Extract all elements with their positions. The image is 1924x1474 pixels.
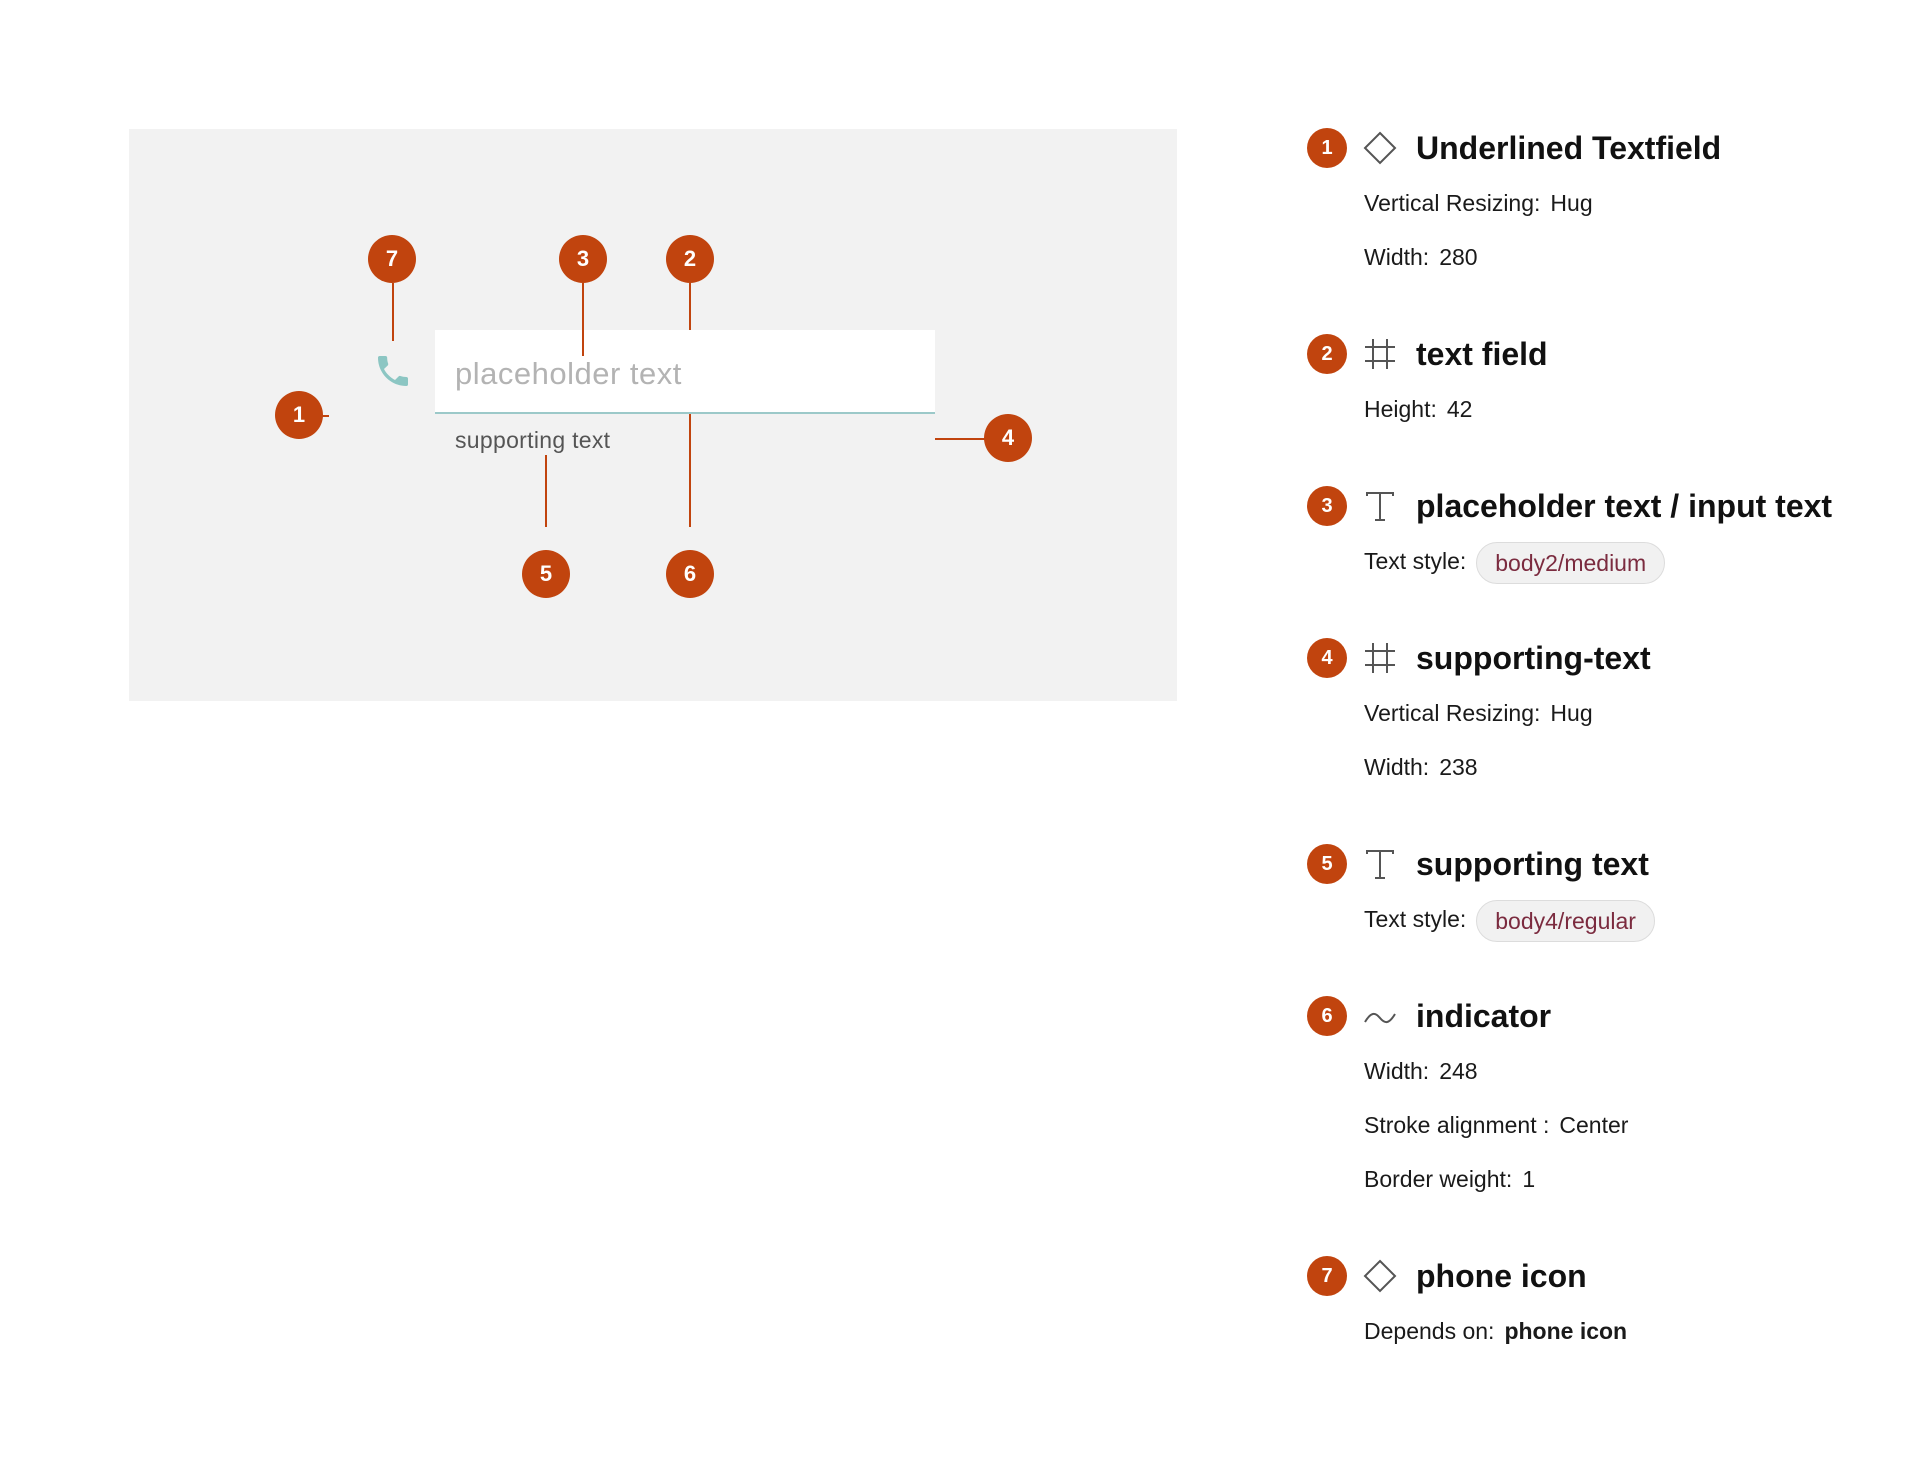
spec-property: Width: 248 [1364,1044,1900,1098]
spec-property: Vertical Resizing: Hug [1364,176,1900,230]
component-preview-canvas: placeholder text supporting text 1 2 3 4… [129,129,1177,701]
property-key: Text style: [1364,906,1467,932]
property-key: Vertical Resizing: [1364,700,1541,726]
spec-title: placeholder text / input text [1416,488,1833,524]
property-value: 248 [1439,1058,1478,1084]
property-value: Hug [1550,700,1593,726]
text-style-chip: body4/regular [1476,899,1655,942]
component-diamond-icon [1363,1259,1397,1293]
spec-title: supporting-text [1416,640,1651,676]
spec-header: 5 supporting text [1300,836,1900,892]
spec-header: 6 indicator [1300,988,1900,1044]
spec-badge: 1 [1307,128,1347,168]
spec-badge: 6 [1307,996,1347,1036]
text-field-box[interactable] [435,330,935,412]
spec-badge: 3 [1307,486,1347,526]
spec-title: supporting text [1416,846,1649,882]
spec-title: indicator [1416,998,1552,1034]
placeholder-text: placeholder text [455,356,682,391]
property-key: Stroke alignment : [1364,1112,1550,1138]
badge-4: 4 [984,414,1032,462]
spec-section-2: 2 text field Height: 42 [1300,326,1900,436]
spec-property: Text style: body4/regular [1364,892,1900,946]
property-value: 42 [1446,396,1473,422]
frame-hash-icon [1365,339,1395,369]
property-key: Height: [1364,396,1437,422]
property-key: Width: [1364,1058,1430,1084]
spec-title: Underlined Textfield [1416,130,1722,166]
badge-7: 7 [368,235,416,283]
spec-section-6: 6 indicator Width: 248 Stroke alignment :… [1300,988,1900,1206]
spec-title: phone icon [1416,1258,1587,1294]
property-key: Text style: [1364,548,1467,574]
component-diamond-icon [1363,131,1397,165]
spec-header: 4 supporting-text [1300,630,1900,686]
spec-property: Height: 42 [1364,382,1900,436]
spec-badge: 4 [1307,638,1347,678]
frame-hash-icon [1365,643,1395,673]
text-style-chip: body2/medium [1476,541,1666,584]
spec-property: Width: 238 [1364,740,1900,794]
spec-property: Text style: body2/medium [1364,534,1900,588]
spec-header: 3 placeholder text / input text [1300,478,1900,534]
spec-header: 7 phone icon [1300,1248,1900,1304]
leader-line-7 [392,283,394,341]
dependency-link[interactable]: phone icon [1504,1318,1628,1344]
badge-2: 2 [666,235,714,283]
property-value: Center [1559,1112,1629,1138]
text-t-icon [1366,850,1394,879]
spec-section-3: 3 placeholder text / input text Text sty… [1300,478,1900,588]
spec-section-1: 1 Underlined Textfield Vertical Resizing… [1300,120,1900,284]
spec-badge: 5 [1307,844,1347,884]
spec-title: text field [1416,336,1548,372]
indicator-line [435,412,935,414]
leader-line-6 [689,414,691,527]
property-value: Hug [1550,190,1593,216]
spec-property: Width: 280 [1364,230,1900,284]
vector-curve-icon [1364,1012,1396,1024]
property-key: Width: [1364,754,1430,780]
supporting-text: supporting text [455,427,611,453]
spec-badge: 2 [1307,334,1347,374]
spec-property: Border weight: 1 [1364,1152,1900,1206]
phone-icon [378,356,408,386]
leader-line-4 [935,438,985,440]
badge-3: 3 [559,235,607,283]
property-key: Depends on: [1364,1318,1495,1344]
leader-line-2 [689,283,691,330]
leader-line-3 [582,283,584,356]
property-value: 238 [1439,754,1478,780]
spec-section-4: 4 supporting-text Vertical Resizing:Hug … [1300,630,1900,794]
leader-line-5 [545,455,547,527]
property-key: Border weight: [1364,1166,1513,1192]
spec-property: Stroke alignment : Center [1364,1098,1900,1152]
spec-section-7: 7 phone icon Depends on: phone icon [1300,1248,1900,1358]
spec-property: Depends on: phone icon [1364,1304,1900,1358]
property-value: 280 [1439,244,1478,270]
badge-6: 6 [666,550,714,598]
spec-property: Vertical Resizing: Hug [1364,686,1900,740]
badge-1: 1 [275,391,323,439]
spec-section-5: 5 supporting text Text style: body4/regul… [1300,836,1900,946]
property-key: Vertical Resizing: [1364,190,1541,216]
spec-header: 2 text field [1300,326,1900,382]
property-value: 1 [1522,1166,1536,1192]
badge-5: 5 [522,550,570,598]
property-key: Width: [1364,244,1430,270]
text-t-icon [1366,492,1394,521]
spec-header: 1 Underlined Textfield [1300,120,1900,176]
spec-badge: 7 [1307,1256,1347,1296]
